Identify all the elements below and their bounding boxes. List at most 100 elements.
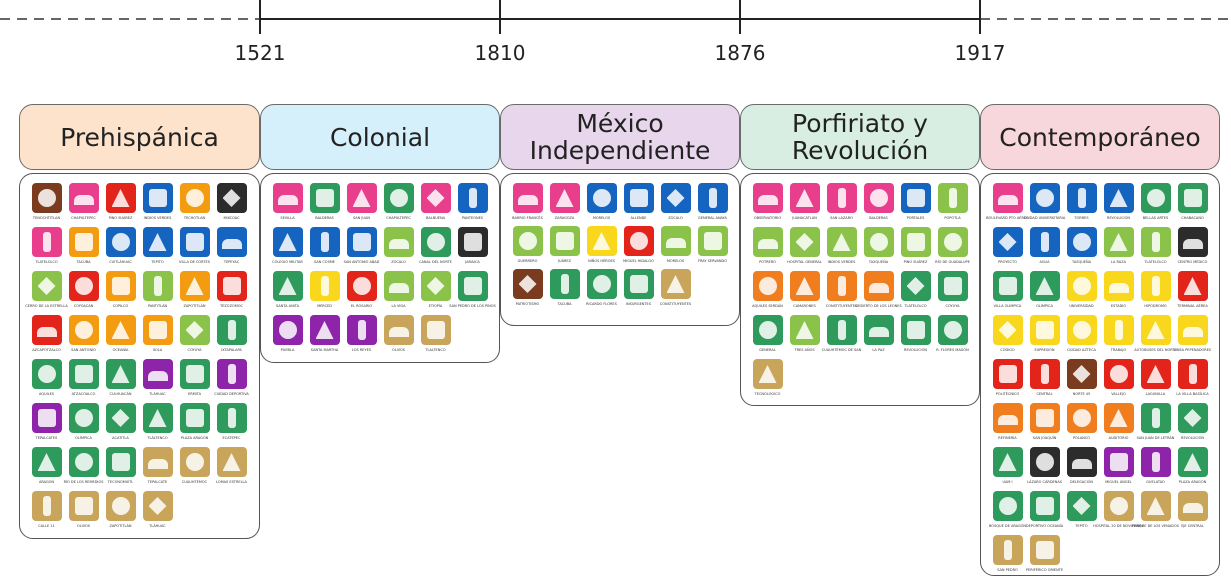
station-icon <box>31 227 62 257</box>
station-icon <box>826 315 857 345</box>
station-icon-cell: LA RAZA <box>1100 227 1137 271</box>
station-label: POLITÉCNICO <box>995 392 1020 396</box>
station-icon <box>68 271 99 301</box>
timeline-tick-1917: 1917 <box>954 41 1006 65</box>
station-icon-cell: BOULEVARD PTO AÉREO <box>986 183 1029 227</box>
station-label: SAN ANTONIO ABAD <box>343 260 380 264</box>
timeline-tick-1876: 1876 <box>714 41 766 65</box>
station-icon-cell: TACUBA <box>65 227 102 271</box>
station-icon <box>752 315 783 345</box>
station-label: BALDERAS <box>869 216 888 220</box>
station-icon-cell: CULHUACÁN <box>102 359 139 403</box>
station-label: REFINERÍA <box>998 436 1017 440</box>
station-icon <box>752 183 783 213</box>
station-label: RÍO DE LOS REMEDIOS <box>63 480 104 484</box>
station-icon <box>752 271 783 301</box>
station-icon-cell: OCEANÍA <box>102 315 139 359</box>
era-title: Colonial <box>329 122 431 152</box>
station-label: TEZOZÓMOC <box>220 304 243 308</box>
station-label: COLEGIO MILITAR <box>272 260 303 264</box>
station-icon <box>142 447 173 477</box>
station-icon <box>272 315 303 345</box>
station-icon <box>586 269 617 299</box>
station-icon <box>1066 271 1097 301</box>
station-icon <box>512 183 543 213</box>
station-label: HOSPITAL GENERAL <box>787 260 822 264</box>
station-label: HOSPITAL 20 DE NOVIEMBRE <box>1093 524 1144 528</box>
station-icon-cell: DEPORTIVO OCEANÍA <box>1026 491 1063 535</box>
station-label: TASQUEÑA <box>1071 260 1092 264</box>
station-label: SAN LÁZARO <box>830 216 853 220</box>
station-icon <box>1066 359 1097 389</box>
station-icon <box>586 226 617 256</box>
station-label: TLALTENCO <box>425 348 446 352</box>
station-label: JAMAICA <box>465 260 480 264</box>
station-icon <box>142 403 173 433</box>
station-icon <box>105 491 136 521</box>
station-icon <box>863 271 894 301</box>
station-label: SANTA ANITA <box>276 304 299 308</box>
station-label: ZAPOTITLÁN <box>109 524 132 528</box>
station-icon-cell: POLITÉCNICO <box>989 359 1026 403</box>
station-label: TEPALCATES <box>35 436 58 440</box>
station-icon-cell: CÓDIGO <box>989 315 1026 359</box>
station-label: CUITLÁHUAC <box>109 260 132 264</box>
station-icon-cell: TRABAJO <box>1100 315 1137 359</box>
station-label: INDIOS VERDES <box>827 260 856 264</box>
station-label: ACATITLA <box>112 436 129 440</box>
station-icon-cell: INDIOS VERDES <box>823 227 860 271</box>
station-icon <box>309 315 340 345</box>
station-icon <box>697 183 728 213</box>
station-icon <box>1177 447 1208 477</box>
station-label: RICARDO FLORES <box>586 302 617 306</box>
station-icon-cell: PINO SUÁREZ <box>897 227 934 271</box>
station-icon <box>346 227 377 257</box>
station-icon <box>179 359 210 389</box>
station-label: INDIOS VERDES <box>143 216 172 220</box>
station-icon-cell: LÁZARO CÁRDENAS <box>1026 447 1063 491</box>
station-icon-cell: TENOCHTITLAN <box>28 183 65 227</box>
station-label: MIGUEL ÁNGEL <box>1105 480 1132 484</box>
station-icon <box>1066 491 1097 521</box>
station-icon <box>272 183 303 213</box>
station-label: UAM I <box>1002 480 1013 484</box>
station-icon-cell: MIGUEL ÁNGEL <box>1100 447 1137 491</box>
station-label: MIGUEL HIDALGO <box>623 259 654 263</box>
station-icon <box>1029 227 1060 257</box>
station-icon <box>1177 491 1208 521</box>
station-icon-cell: LAGUNILLA <box>1137 359 1174 403</box>
era-header-independiente: México Independiente <box>500 104 740 170</box>
station-icon <box>216 315 247 345</box>
station-icon <box>1029 315 1060 345</box>
era-title: Porfiriato y Revolución <box>791 109 929 165</box>
station-label: JUANACATLÁN <box>792 216 817 220</box>
station-icon-cell: DESIERTO DE LOS LEONES <box>855 271 902 315</box>
station-label: TLÁHUAC <box>149 524 166 528</box>
station-icon <box>752 359 783 389</box>
station-label: EXPRESIÓN <box>1034 348 1055 352</box>
timeline-tick-1810: 1810 <box>474 41 526 65</box>
station-label: CENTRAL <box>1036 392 1053 396</box>
station-label: SAN PEDRO <box>997 568 1018 572</box>
station-icon <box>1103 447 1134 477</box>
station-icon <box>623 183 654 213</box>
station-icon <box>68 183 99 213</box>
era-header-prehispanica: Prehispánica <box>19 104 260 170</box>
station-icon <box>1140 227 1171 257</box>
station-label: PANTITLÁN <box>147 304 168 308</box>
station-icon-cell: BELLAS ARTES <box>1137 183 1174 227</box>
station-label: LA PAZ <box>872 348 885 352</box>
station-label: PINO SUÁREZ <box>903 260 928 264</box>
station-label: PANTEONES <box>461 216 484 220</box>
station-icon-cell: CAMARONES <box>786 271 823 315</box>
station-icon-cell: CALLE 11 <box>28 491 65 535</box>
station-icon-cell: PROYECTO <box>989 227 1026 271</box>
station-icon-cell: TORRES <box>1063 183 1100 227</box>
station-icon-cell: IXTAPALAPA <box>213 315 250 359</box>
station-icon-cell: CUAUHTÉMOC DE SAN <box>822 315 861 359</box>
station-label: LOMAS ESTRELLA <box>216 480 247 484</box>
station-icon-cell: CENTRO MÉDICO <box>1174 227 1211 271</box>
station-label: IXTAPALAPA <box>221 348 242 352</box>
